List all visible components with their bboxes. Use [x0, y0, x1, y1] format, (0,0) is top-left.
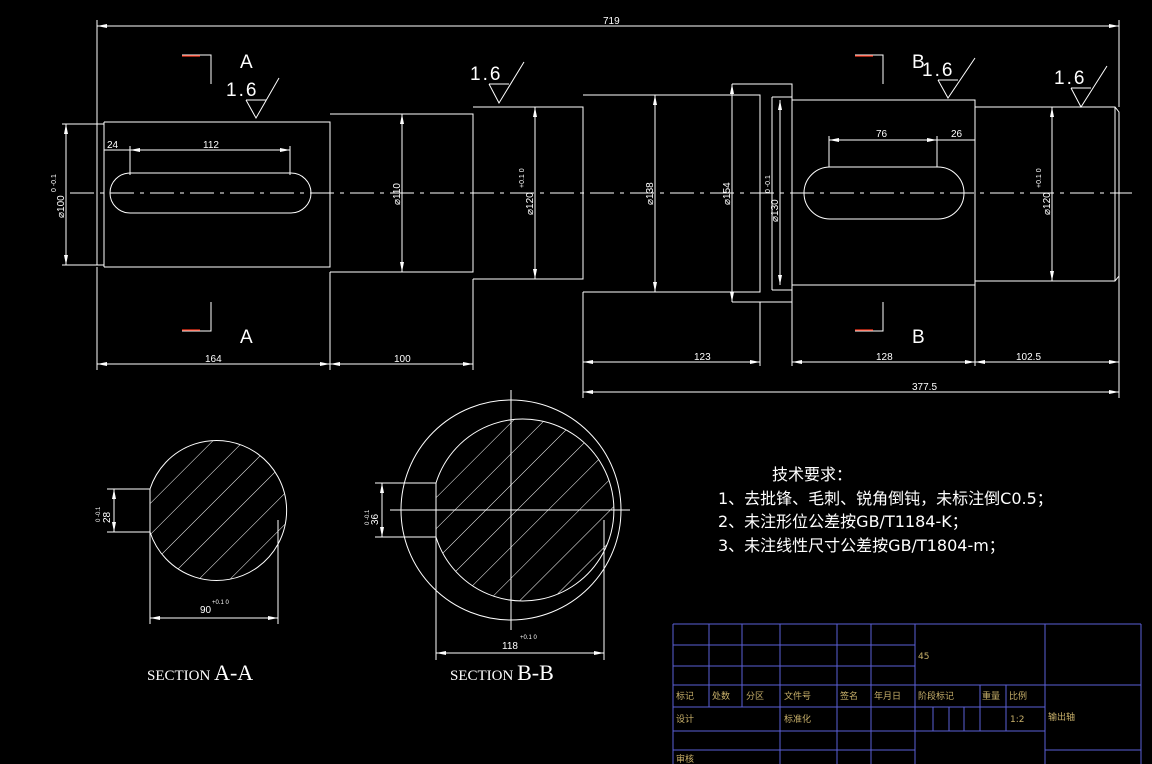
dim-seg-377-5: 377.5 [912, 382, 937, 393]
roughness-3: 1.6 [922, 60, 954, 81]
section-cut-marks [182, 54, 884, 332]
dim-seg-164: 164 [205, 354, 222, 365]
section-mark-b-bottom: B [912, 327, 925, 348]
notes-item-3: 3、未注线性尺寸公差按GB/T1804-m； [718, 536, 1005, 555]
tb-col-mark: 标记 [676, 690, 694, 702]
dim-dia-100-tol: 0 -0.1 [51, 174, 58, 192]
dim-dia-100: ⌀100 [56, 195, 67, 218]
section-mark-a-bottom: A [240, 327, 253, 348]
section-aa-depth-tol: 0 -0.1 [96, 506, 102, 522]
dim-dia-138: ⌀138 [645, 182, 656, 205]
dim-dia-120b: ⌀120 [1042, 192, 1053, 215]
dim-seg-102-5: 102.5 [1016, 352, 1041, 363]
tb-part-name: 输出轴 [1048, 711, 1075, 723]
roughness-2: 1.6 [470, 64, 502, 85]
section-mark-a-top: A [240, 52, 253, 73]
section-bb-label: SECTION B-B [450, 660, 554, 685]
tb-col-doc: 文件号 [784, 690, 811, 702]
tb-col-weight: 重量 [982, 690, 1000, 702]
notes-item-2: 2、未注形位公差按GB/T1184-K； [718, 512, 968, 531]
tb-row-review: 审核 [676, 753, 694, 764]
shaft-outline [70, 83, 1132, 303]
section-aa-width: 90 [200, 605, 212, 616]
dim-dia-130-tol: 0 -0.1 [765, 175, 772, 193]
title-block [672, 623, 1142, 764]
section-aa-view [107, 440, 288, 624]
tb-col-count: 处数 [712, 690, 730, 702]
arrowheads [64, 24, 1119, 394]
tb-row-standard: 标准化 [784, 713, 811, 725]
notes-item-1: 1、去批锋、毛刺、锐角倒钝，未标注倒C0.5； [718, 489, 1053, 508]
tb-material: 45 [918, 652, 929, 662]
dim-dia-120b-tol: +0.1 0 [1036, 168, 1043, 188]
notes-title: 技术要求： [772, 465, 852, 484]
dim-dia-110: ⌀110 [392, 183, 403, 205]
section-bb-view [375, 390, 630, 660]
dim-dia-130: ⌀130 [770, 199, 781, 222]
section-aa-label: SECTION A-A [147, 660, 253, 685]
roughness-symbols [245, 57, 1108, 120]
dimension-lines [62, 20, 1120, 398]
section-bb-depth-tol: 0 -0.1 [365, 509, 371, 525]
dim-key-a-offset: 24 [107, 140, 119, 151]
section-aa-depth: 28 [102, 511, 113, 523]
section-mark-b-top: B [912, 52, 925, 73]
section-bb-depth: 36 [370, 513, 381, 525]
dim-seg-100: 100 [394, 354, 411, 365]
section-aa-width-tol: +0.1 0 [212, 600, 230, 606]
tb-col-zone: 分区 [746, 691, 764, 702]
tb-col-stage: 阶段标记 [918, 690, 954, 702]
dim-dia-120a: ⌀120 [525, 192, 536, 215]
tb-col-sign: 签名 [840, 690, 858, 702]
keyway-a [109, 172, 312, 214]
tb-col-date: 年月日 [874, 690, 901, 702]
dim-dia-120a-tol: +0.1 0 [519, 168, 526, 188]
dim-seg-123: 123 [694, 352, 711, 363]
keyway-b [803, 166, 965, 220]
tb-row-design: 设计 [676, 713, 694, 725]
dim-seg-128: 128 [876, 352, 893, 363]
roughness-1: 1.6 [226, 80, 258, 101]
section-bb-width: 118 [502, 641, 518, 652]
dim-key-b-offset: 26 [951, 129, 963, 140]
dim-overall: 719 [603, 16, 620, 27]
section-bb-width-tol: +0.1 0 [520, 635, 538, 641]
tb-col-scale: 比例 [1009, 690, 1027, 702]
dim-key-b-length: 76 [876, 129, 888, 140]
dim-dia-154: ⌀154 [722, 182, 733, 205]
roughness-4: 1.6 [1054, 68, 1086, 89]
tb-scale-value: 1:2 [1010, 715, 1024, 725]
dim-key-a-length: 112 [203, 140, 219, 151]
